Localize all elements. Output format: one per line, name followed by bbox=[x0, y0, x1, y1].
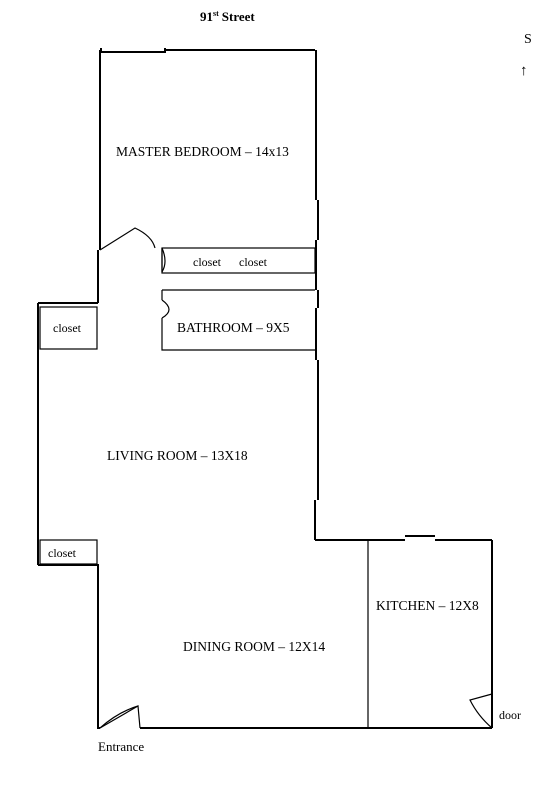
kitchen-label: KITCHEN – 12X8 bbox=[376, 598, 479, 613]
left-closet-upper-label: closet bbox=[53, 321, 82, 335]
bathroom-label: BATHROOM – 9X5 bbox=[177, 320, 290, 335]
left-closet-lower-label: closet bbox=[48, 546, 77, 560]
interior-walls bbox=[39, 247, 369, 728]
entrance-label: Entrance bbox=[98, 739, 144, 754]
compass-letter: S bbox=[524, 32, 532, 47]
left-closet-upper-box bbox=[39, 306, 98, 350]
door-swings bbox=[99, 227, 493, 729]
living-room-label: LIVING ROOM – 13X18 bbox=[107, 448, 248, 463]
kitchen-door-icon bbox=[469, 693, 493, 729]
compass-arrow-icon: ↑ bbox=[520, 63, 528, 79]
closet-label-1: closet bbox=[193, 255, 222, 269]
kitchen-door-label: door bbox=[499, 708, 521, 722]
bedroom-door-icon bbox=[99, 227, 156, 251]
closet-label-2: closet bbox=[239, 255, 268, 269]
bathroom-door-icon bbox=[161, 299, 170, 319]
master-bedroom-label: MASTER BEDROOM – 14x13 bbox=[116, 144, 289, 159]
left-closet-lower-box bbox=[39, 539, 98, 565]
exterior-walls bbox=[37, 48, 493, 729]
dining-room-label: DINING ROOM – 12X14 bbox=[183, 639, 325, 654]
entrance-door-icon bbox=[99, 705, 141, 729]
